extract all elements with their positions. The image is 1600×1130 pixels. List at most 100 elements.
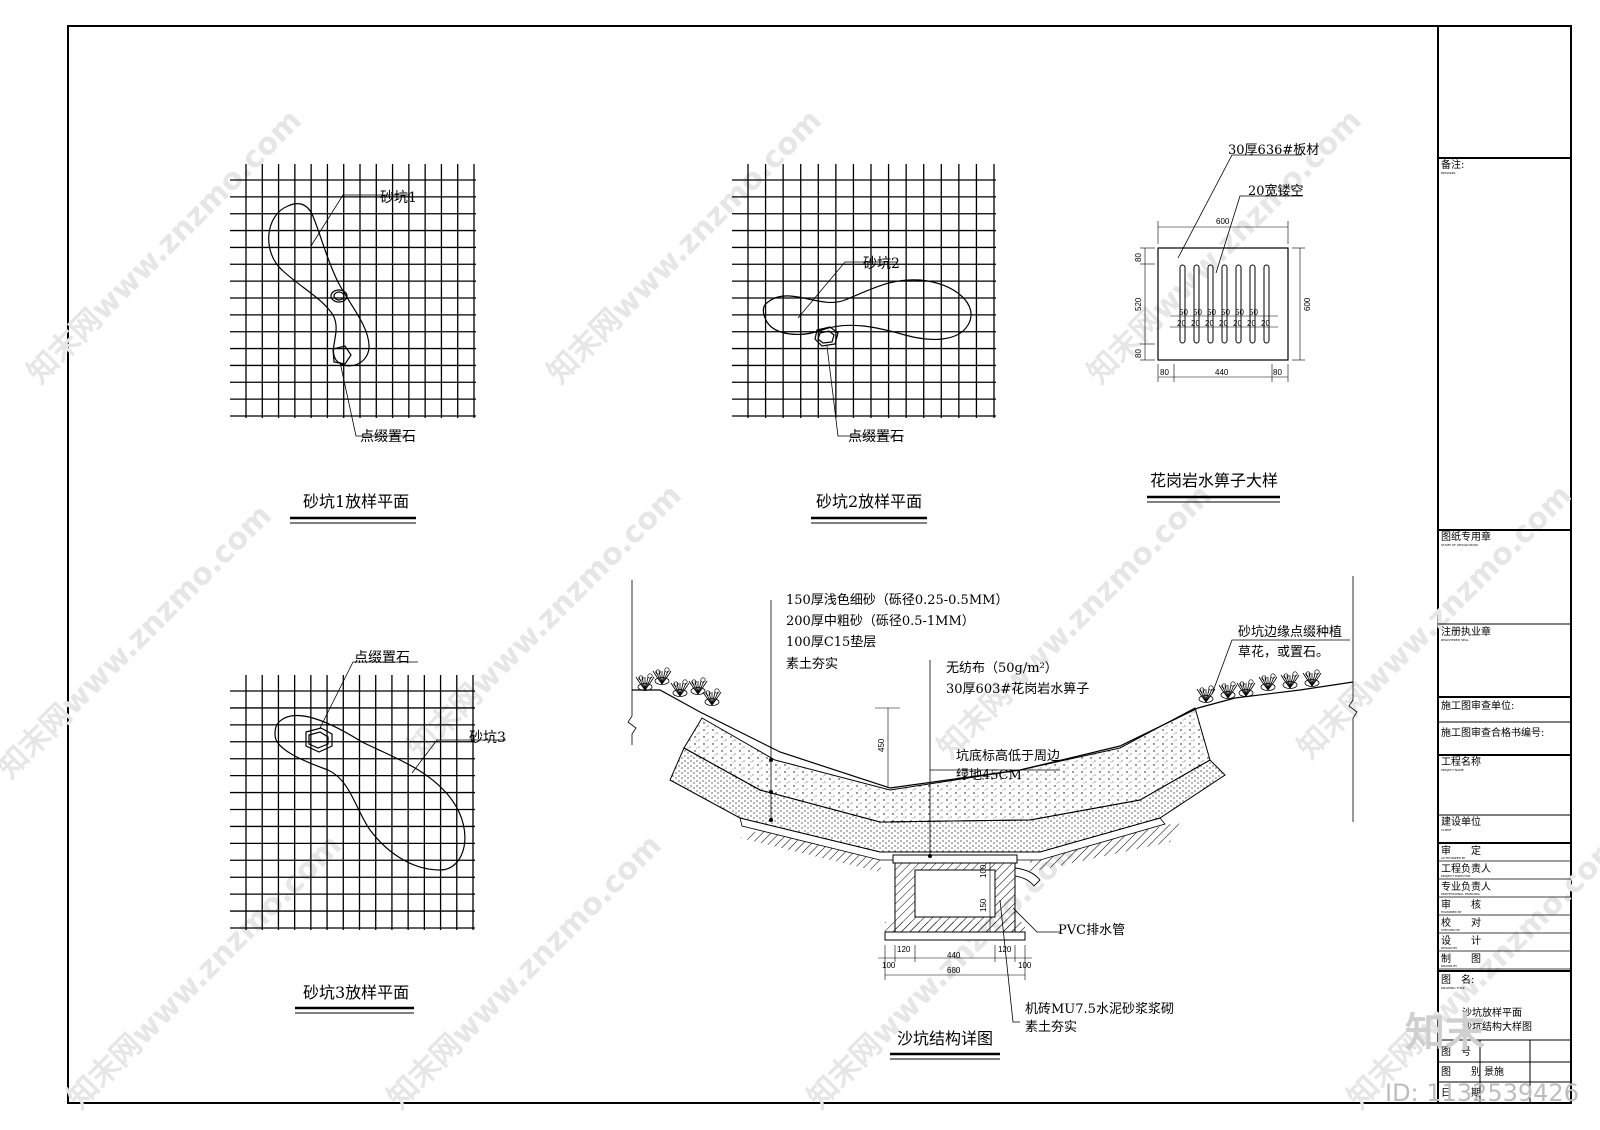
dim-text: 20 — [1233, 319, 1242, 328]
logo-watermark: 知末 — [1405, 1010, 1485, 1056]
dim-text: 120 — [897, 945, 911, 954]
grate-slots — [1179, 264, 1270, 344]
plant-flower — [1261, 675, 1267, 681]
tb-seal-drawing: 图纸专用章 — [1441, 530, 1491, 543]
grate-outline — [1157, 247, 1289, 361]
grate-slot — [1249, 264, 1256, 344]
plant-flower — [1314, 669, 1320, 675]
tb-row-label: 设 计 — [1441, 934, 1481, 947]
tb-drawing-title: 沙坑结构大样图 — [1462, 1020, 1532, 1033]
stone-2-inner — [817, 330, 835, 344]
plant-flower — [1248, 679, 1254, 685]
brick-label: 机砖MU7.5水泥砂浆浆砌 — [1025, 1002, 1174, 1017]
layer-label: 素土夯实 — [786, 657, 838, 672]
layer-label: 100厚C15垫层 — [786, 634, 876, 650]
plan-1-pit-label: 砂坑1 — [380, 190, 417, 206]
watermark-text: 知末网www.znzmo.com — [61, 828, 349, 1116]
tb-row-label: 审 核 — [1441, 898, 1481, 911]
tb-remarks-en: REMARKS — [1441, 171, 1456, 175]
plant-flower — [638, 675, 644, 681]
dim-text: 440 — [1215, 368, 1229, 377]
leader-dot — [769, 758, 773, 762]
plant-flower — [705, 690, 711, 696]
layer-label: 150厚浅色细砂（砾径0.25-0.5MM） — [786, 592, 1008, 608]
plant-flower — [1199, 687, 1205, 693]
drain-base-hatch — [885, 922, 1025, 932]
watermark-text: 知末网www.znzmo.com — [0, 498, 279, 786]
stone-2 — [814, 326, 839, 347]
plan-3-pit-label: 砂坑3 — [469, 730, 506, 746]
plant-leaf — [1238, 689, 1254, 697]
tb-remarks: 备注: — [1441, 158, 1464, 171]
tb-row-label: 校 对 — [1441, 916, 1481, 929]
plant-stem — [1205, 688, 1216, 703]
tb-project-name: 工程名称 — [1441, 755, 1481, 768]
dim-text: 680 — [947, 966, 961, 975]
grate-slot — [1235, 264, 1242, 344]
fabric-label: 无纺布（50g/m²） — [946, 661, 1058, 676]
dim-text: 520 — [1134, 297, 1143, 311]
grate-slot — [1193, 264, 1200, 344]
tb-row-label-en: DESIGN BY — [1441, 946, 1457, 950]
plant-stem — [697, 680, 708, 695]
plant-flower — [714, 688, 720, 694]
planting-label: 砂坑边缘点缀种植 — [1238, 625, 1342, 640]
stone-1-small — [333, 291, 345, 301]
leader-line — [1211, 639, 1350, 695]
break-line — [1348, 576, 1358, 822]
dim-text: 20 — [1177, 319, 1186, 328]
leader-line — [319, 661, 418, 729]
dim-text: 50 — [1193, 308, 1202, 317]
tb-date: 日 期 — [1441, 1087, 1481, 1099]
plant-stem — [679, 682, 690, 697]
plant-leaf — [1260, 683, 1276, 691]
plant-leaf — [1282, 681, 1298, 689]
plan-2-title: 砂坑2放样平面 — [816, 492, 922, 511]
plant-stem — [1267, 676, 1278, 691]
plant-flower — [691, 679, 697, 685]
tb-row-label-en: DRAWN BY — [1441, 964, 1457, 968]
plant-flower — [1239, 681, 1245, 687]
plan-1-stone-label: 点缀置石 — [360, 429, 416, 445]
pit-bottom-label: 坑底标高低于周边 — [956, 748, 1060, 764]
plant-stem — [1227, 684, 1238, 699]
tb-client: 建设单位 — [1441, 815, 1481, 828]
plant-leaf — [1304, 679, 1320, 687]
grate-slab-label: 30厚636#板材 — [1228, 143, 1319, 158]
plant-flower — [655, 669, 661, 675]
watermark-text: 知末网www.znzmo.com — [1081, 103, 1369, 391]
grate-slot — [1263, 264, 1270, 344]
plant-leaf — [637, 683, 653, 691]
tb-row-label: 工程负责人 — [1441, 862, 1491, 875]
grate-slot — [1179, 264, 1186, 344]
plant-leaf — [654, 677, 670, 685]
plan-2-stone-label: 点缀置石 — [848, 429, 904, 445]
dim-text: 50 — [1249, 308, 1258, 317]
pit-bottom-label: 绿地45CM — [956, 768, 1022, 783]
tb-drawing-title-label: 图 名: — [1441, 973, 1474, 986]
dim-text: 100 — [882, 961, 896, 970]
dim-text: 50 — [1179, 308, 1188, 317]
plant-stem — [644, 676, 655, 691]
dim-text: 600 — [1303, 297, 1312, 311]
tb-row-label-en: CHECKED BY — [1441, 928, 1460, 932]
leader-line — [1215, 195, 1303, 274]
layer-label: 200厚中粗砂（砾径0.5-1MM） — [786, 614, 975, 629]
tb-row-label-en: PROFESSIONAL PRINCIPAL — [1441, 892, 1481, 896]
plant-flower — [664, 667, 670, 673]
dim-text: 80 — [1160, 368, 1169, 377]
tb-seal-drawing-en: STAMP OF DESIGN BOOK — [1441, 543, 1479, 547]
tb-drawing-title-en: DRAWING TITLE — [1441, 986, 1465, 990]
dim-text: 120 — [998, 945, 1012, 954]
plant-leaf — [672, 689, 688, 697]
dim-text: 50 — [1207, 308, 1216, 317]
drain-grate-slab — [892, 854, 1018, 864]
plan-3-stone-label: 点缀置石 — [354, 650, 410, 666]
pipe-label: PVC排水管 — [1058, 923, 1125, 938]
tb-drawing-no: 图 号 — [1441, 1046, 1471, 1058]
pvc-pipe — [1014, 867, 1041, 887]
stone-3-inner — [308, 731, 329, 749]
leader-line — [1012, 907, 1060, 933]
leader-line — [339, 361, 413, 437]
